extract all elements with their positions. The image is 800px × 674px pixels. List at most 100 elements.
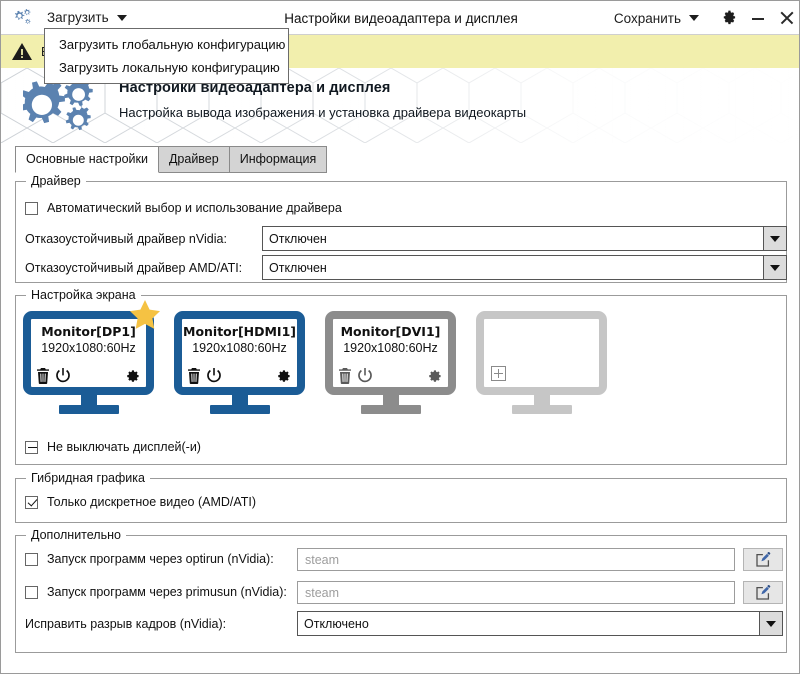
keep-display-on-label: Не выключать дисплей(-и) — [47, 440, 201, 454]
monitor-neck — [382, 395, 399, 405]
optirun-command-input[interactable]: steam — [297, 548, 735, 571]
monitor-foot — [360, 405, 421, 414]
monitor-card[interactable]: Monitor[DVI1] 1920x1080:60Hz — [325, 311, 456, 414]
discrete-only-label: Только дискретное видео (AMD/ATI) — [47, 495, 257, 509]
optirun-edit-button[interactable] — [743, 548, 783, 571]
hybrid-graphics-legend: Гибридная графика — [26, 471, 150, 485]
save-menu-button[interactable]: Сохранить — [608, 8, 705, 29]
load-menu-dropdown[interactable]: Загрузить глобальную конфигурацию Загруз… — [44, 28, 289, 84]
monitor-foot — [511, 405, 572, 414]
hybrid-graphics-group: Гибридная графика — [15, 471, 787, 523]
auto-driver-checkbox-row[interactable]: Автоматический выбор и использование дра… — [25, 201, 342, 215]
monitor-foot — [58, 405, 119, 414]
star-icon — [128, 299, 162, 331]
screen-group-legend: Настройка экрана — [26, 288, 141, 302]
monitor-actions — [36, 368, 140, 384]
extra-group: Дополнительно — [15, 528, 787, 653]
load-menu-label: Загрузить — [47, 10, 109, 25]
auto-driver-label: Автоматический выбор и использование дра… — [47, 201, 342, 215]
monitor-resolution: 1920x1080:60Hz — [41, 341, 136, 355]
monitor-screen[interactable]: Monitor[HDMI1] 1920x1080:60Hz — [174, 311, 305, 395]
settings-gear-button[interactable] — [719, 9, 737, 27]
monitor-screen[interactable]: Monitor[DP1] 1920x1080:60Hz — [23, 311, 154, 395]
amd-fallback-select[interactable]: Отключен — [262, 255, 787, 280]
monitor-name: Monitor[DVI1] — [340, 324, 441, 339]
monitor-foot — [209, 405, 270, 414]
chevron-down-icon — [689, 15, 699, 21]
nvidia-fallback-select[interactable]: Отключен — [262, 226, 787, 251]
trash-icon[interactable] — [338, 368, 352, 384]
monitor-actions — [338, 368, 442, 384]
banner-subtitle: Настройка вывода изображения и установка… — [119, 105, 527, 120]
menu-item-load-local[interactable]: Загрузить локальную конфигурацию — [59, 60, 280, 75]
monitor-resolution: 1920x1080:60Hz — [192, 341, 287, 355]
optirun-checkbox[interactable] — [25, 552, 38, 566]
tab-information[interactable]: Информация — [228, 146, 328, 174]
keep-display-on-checkbox[interactable] — [25, 440, 38, 454]
tearfix-value: Отключено — [304, 616, 369, 631]
trash-icon[interactable] — [187, 368, 201, 384]
chevron-down-icon — [116, 14, 127, 21]
load-menu-button[interactable]: Загрузить — [41, 7, 133, 28]
nvidia-fallback-value: Отключен — [269, 231, 327, 246]
tearfix-select[interactable]: Отключено — [297, 611, 783, 636]
close-button[interactable] — [779, 10, 795, 26]
monitor-card[interactable]: Monitor[DP1] 1920x1080:60Hz — [23, 300, 160, 414]
banner-text-block: Настройки видеоадаптера и дисплея Настро… — [119, 80, 526, 120]
auto-driver-checkbox[interactable] — [25, 201, 38, 215]
monitor-actions — [187, 368, 291, 384]
primusrun-command-input[interactable]: steam — [297, 581, 735, 604]
monitor-neck — [231, 395, 248, 405]
monitor-name: Monitor[DP1] — [41, 324, 136, 339]
tab-driver[interactable]: Драйвер — [157, 146, 230, 174]
discrete-only-checkbox-row[interactable]: Только дискретное видео (AMD/ATI) — [25, 495, 256, 509]
edit-pencil-icon — [755, 584, 771, 601]
screen-group: Настройка экрана — [15, 288, 787, 465]
monitor-neck — [533, 395, 550, 405]
chevron-down-icon[interactable] — [763, 256, 786, 279]
menu-item-load-global[interactable]: Загрузить глобальную конфигурацию — [59, 37, 286, 52]
nvidia-fallback-label: Отказоустойчивый драйвер nVidia: — [25, 232, 227, 246]
edit-pencil-icon — [755, 551, 771, 568]
tearfix-label-row: Исправить разрыв кадров (nVidia): — [25, 617, 226, 631]
power-icon[interactable] — [55, 368, 71, 384]
power-icon[interactable] — [357, 368, 373, 384]
optirun-checkbox-row[interactable]: Запуск программ через optirun (nVidia): — [25, 552, 274, 566]
gear-icon[interactable] — [124, 368, 140, 384]
monitor-card-add-slot[interactable] — [476, 311, 607, 414]
minimize-icon — [751, 11, 765, 25]
nvidia-fallback-label-row: Отказоустойчивый драйвер nVidia: — [25, 232, 227, 246]
gear-icon[interactable] — [426, 368, 442, 384]
primusrun-checkbox-row[interactable]: Запуск программ через primusun (nVidia): — [25, 585, 287, 599]
gear-icon[interactable] — [275, 368, 291, 384]
keep-display-on-checkbox-row[interactable]: Не выключать дисплей(-и) — [25, 440, 201, 454]
tab-strip: Основные настройки Драйвер Информация — [15, 146, 328, 174]
amd-fallback-value: Отключен — [269, 260, 327, 275]
amd-fallback-label: Отказоустойчивый драйвер AMD/ATI: — [25, 261, 243, 275]
extra-group-legend: Дополнительно — [26, 528, 126, 542]
monitor-screen-empty[interactable] — [476, 311, 607, 395]
monitor-neck — [80, 395, 97, 405]
discrete-only-checkbox[interactable] — [25, 495, 38, 509]
tearfix-label: Исправить разрыв кадров (nVidia): — [25, 617, 227, 631]
save-menu-label: Сохранить — [613, 10, 681, 26]
app-icon-gears — [1, 8, 41, 28]
driver-group-legend: Драйвер — [26, 174, 86, 188]
trash-icon[interactable] — [36, 368, 50, 384]
minimize-button[interactable] — [751, 11, 765, 25]
monitor-resolution: 1920x1080:60Hz — [343, 341, 438, 355]
monitor-card[interactable]: Monitor[HDMI1] 1920x1080:60Hz — [174, 311, 305, 414]
monitor-screen[interactable]: Monitor[DVI1] 1920x1080:60Hz — [325, 311, 456, 395]
power-icon[interactable] — [206, 368, 222, 384]
monitor-list: Monitor[DP1] 1920x1080:60Hz — [23, 300, 607, 414]
chevron-down-icon[interactable] — [763, 227, 786, 250]
chevron-down-icon[interactable] — [759, 612, 782, 635]
tab-main-settings[interactable]: Основные настройки — [15, 146, 159, 174]
amd-fallback-label-row: Отказоустойчивый драйвер AMD/ATI: — [25, 261, 242, 275]
primusrun-label: Запуск программ через primusun (nVidia): — [47, 585, 287, 599]
plus-icon[interactable] — [491, 366, 506, 381]
optirun-label: Запуск программ через optirun (nVidia): — [47, 552, 274, 566]
primusrun-edit-button[interactable] — [743, 581, 783, 604]
primusrun-checkbox[interactable] — [25, 585, 38, 599]
